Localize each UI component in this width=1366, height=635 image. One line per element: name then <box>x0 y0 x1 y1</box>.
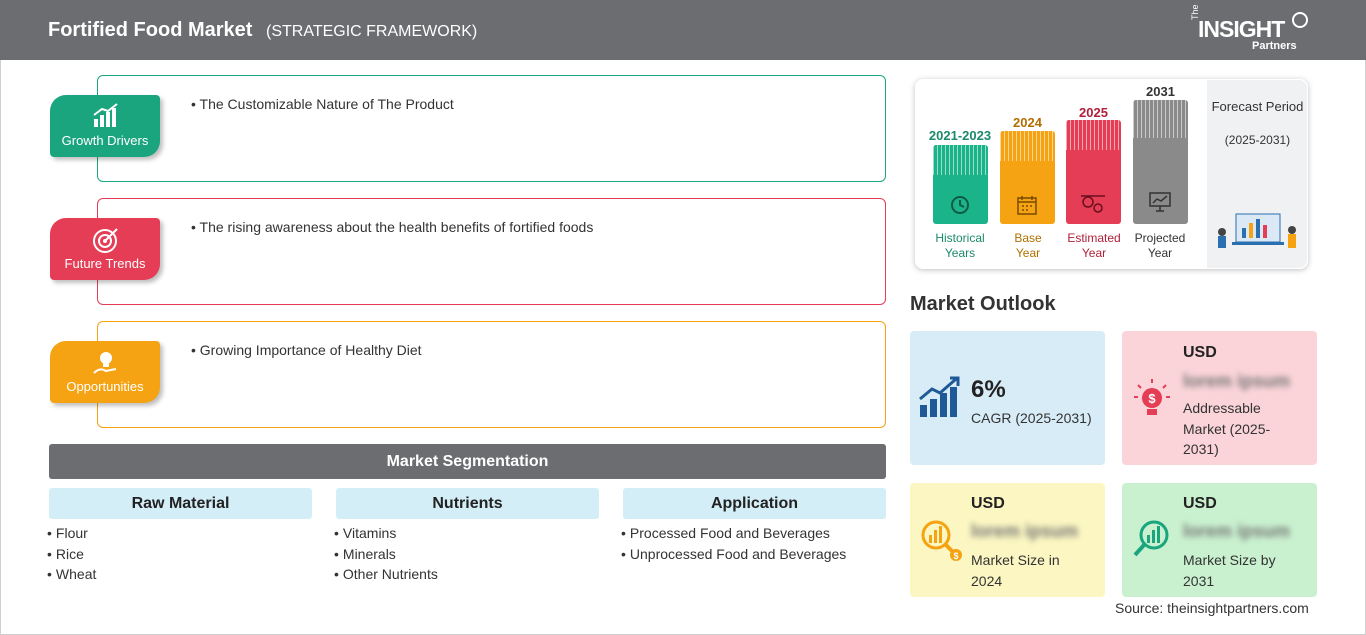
estimated-year-bar <box>1066 120 1121 224</box>
analytics-illustration-icon <box>1218 213 1296 248</box>
historical-bar <box>933 145 988 224</box>
list-item: Unprocessed Food and Beverages <box>621 546 846 567</box>
cagr-label: CAGR (2025-2031) <box>971 410 1092 426</box>
page-subtitle: (STRATEGIC FRAMEWORK) <box>266 23 478 40</box>
application-heading: Application <box>623 488 886 519</box>
raw-material-list: Flour Rice Wheat <box>47 525 96 587</box>
size-2031-desc: Market Size by 2031 <box>1183 552 1276 589</box>
logo-loop-icon <box>1292 12 1308 28</box>
market-outlook-title: Market Outlook <box>910 293 1056 315</box>
base-year-bar <box>1000 131 1055 224</box>
forecast-period-panel <box>1207 80 1307 268</box>
nutrients-heading: Nutrients <box>336 488 599 519</box>
gears-icon <box>1081 195 1105 213</box>
addressable-usd: USD <box>1183 344 1217 361</box>
list-item: Processed Food and Beverages <box>621 525 846 546</box>
source-link[interactable]: Source: theinsightpartners.com <box>1115 600 1309 616</box>
dollar-bulb-icon: $ <box>1134 379 1170 415</box>
estimated-year-caption: Estimated Year <box>1059 231 1129 261</box>
opportunities-badge: Opportunities <box>50 341 160 403</box>
magnifier-dollar-icon: $ <box>921 520 962 561</box>
caption-line: Projected <box>1134 231 1186 245</box>
svg-text:$: $ <box>953 551 958 561</box>
projected-year-bar <box>1133 100 1188 224</box>
market-size-2031-tile: USD lorem ipsum Market Size by 2031 <box>1122 483 1317 597</box>
presentation-icon <box>1149 192 1171 212</box>
caption-line: Year <box>1015 246 1041 260</box>
raw-material-heading: Raw Material <box>49 488 312 519</box>
history-icon <box>951 196 969 214</box>
caption-line: Historical <box>935 231 985 245</box>
forecast-period-label: Forecast Period <box>1211 99 1304 114</box>
calendar-icon <box>1017 196 1037 215</box>
base-year-label: 2024 <box>1013 115 1042 130</box>
cagr-tile: 6% CAGR (2025-2031) <box>910 331 1105 465</box>
logo-insight: INSIGHT <box>1198 16 1285 42</box>
future-trends-label: Future Trends <box>64 256 146 271</box>
future-trends-bullet: • The rising awareness about the health … <box>191 219 594 235</box>
size-2024-usd: USD <box>971 495 1005 512</box>
list-item: Wheat <box>47 566 96 587</box>
target-icon <box>93 228 118 253</box>
estimated-year-label: 2025 <box>1079 105 1108 120</box>
caption-line: Estimated <box>1067 231 1121 245</box>
addressable-market-tile: $ USD lorem ipsum Addressable Market (20… <box>1122 331 1317 465</box>
caption-line: Year <box>1147 246 1173 260</box>
list-item: Flour <box>47 525 96 546</box>
magnifier-chart-icon <box>1133 520 1169 557</box>
lightbulb-hand-icon <box>93 352 117 374</box>
size-2024-value: lorem ipsum <box>971 521 1079 541</box>
cagr-value: 6% <box>971 376 1006 403</box>
projected-year-label: 2031 <box>1146 84 1175 99</box>
growth-drivers-label: Growth Drivers <box>61 133 149 148</box>
size-2031-usd: USD <box>1183 495 1217 512</box>
header-bar: Fortified Food Market (STRATEGIC FRAMEWO… <box>0 0 1366 60</box>
growth-drivers-card: • The Customizable Nature of The Product <box>97 75 886 182</box>
projected-year-caption: Projected Year <box>1125 231 1195 261</box>
list-item: Rice <box>47 546 96 567</box>
future-trends-badge: Future Trends <box>50 218 160 280</box>
list-item: Vitamins <box>334 525 438 546</box>
market-segmentation-title: Market Segmentation <box>49 444 886 479</box>
list-item: Other Nutrients <box>334 566 438 587</box>
growth-drivers-badge: Growth Drivers <box>50 95 160 157</box>
future-trends-card: • The rising awareness about the health … <box>97 198 886 305</box>
list-item: Minerals <box>334 546 438 567</box>
growth-drivers-bullet: • The Customizable Nature of The Product <box>191 96 454 112</box>
addressable-value: lorem ipsum <box>1183 371 1291 391</box>
opportunities-bullet: • Growing Importance of Healthy Diet <box>191 342 422 358</box>
historical-year-label: 2021-2023 <box>928 128 992 143</box>
application-list: Processed Food and Beverages Unprocessed… <box>621 525 846 566</box>
base-year-caption: Base Year <box>993 231 1063 261</box>
historical-years-caption: Historical Years <box>925 231 995 261</box>
forecast-period-range: (2025-2031) <box>1224 133 1291 147</box>
logo-partners: Partners <box>1252 40 1297 52</box>
page-title: Fortified Food Market <box>48 19 253 41</box>
bar-chart-icon <box>93 103 118 127</box>
size-2031-value: lorem ipsum <box>1183 521 1291 541</box>
opportunities-card: • Growing Importance of Healthy Diet <box>97 321 886 428</box>
caption-line: Year <box>1081 246 1107 260</box>
market-size-2024-tile: $ USD lorem ipsum Market Size in 2024 <box>910 483 1105 597</box>
size-2024-desc: Market Size in 2024 <box>971 552 1060 589</box>
insight-partners-logo[interactable]: The INSIGHT Partners <box>1190 4 1310 54</box>
caption-line: Years <box>944 246 976 260</box>
addressable-desc: Addressable Market (2025-2031) <box>1183 400 1271 457</box>
growth-chart-icon <box>919 376 960 417</box>
svg-text:$: $ <box>1148 391 1156 406</box>
opportunities-label: Opportunities <box>66 379 144 394</box>
nutrients-list: Vitamins Minerals Other Nutrients <box>334 525 438 587</box>
caption-line: Base <box>1014 231 1042 245</box>
